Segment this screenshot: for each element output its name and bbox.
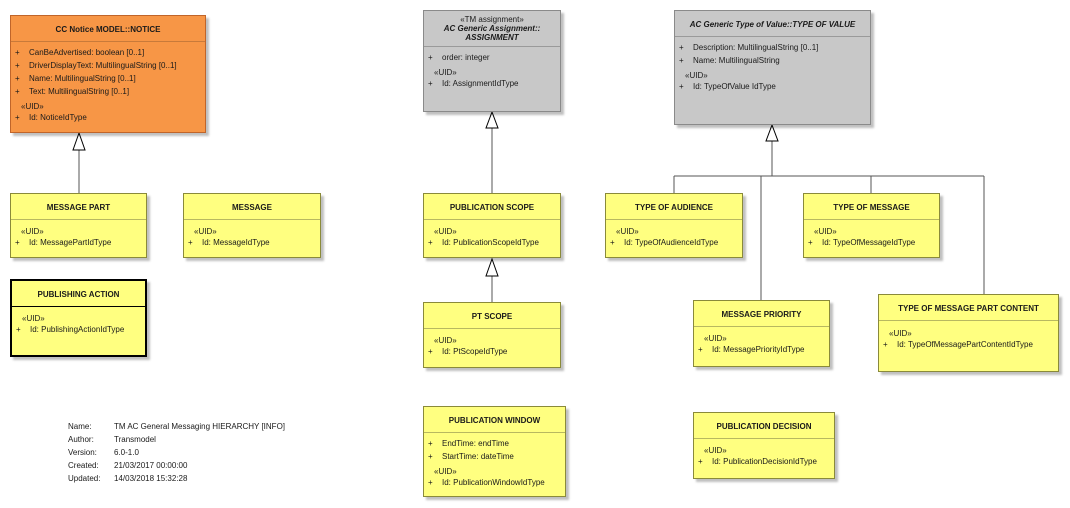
attribute: +order: integer (428, 53, 490, 62)
uid-attribute: +Id: PtScopeIdType (428, 347, 508, 356)
uid-stereotype: «UID» (434, 336, 457, 345)
class-title: ASSIGNMENT (465, 33, 519, 42)
uid-attribute: +Id: PublicationWindowIdType (428, 478, 545, 487)
publishing-action-class[interactable]: PUBLISHING ACTION «UID» +Id: PublishingA… (10, 279, 147, 357)
attribute: +DriverDisplayText: MultilingualString [… (15, 61, 177, 70)
class-title: TYPE OF MESSAGE PART CONTENT (879, 295, 1058, 321)
type-of-value-class[interactable]: AC Generic Type of Value::TYPE OF VALUE … (674, 10, 871, 125)
info-updated-row: Updated:14/03/2018 15:32:28 (68, 474, 188, 483)
class-title: PUBLISHING ACTION (12, 281, 145, 307)
publication-decision-class[interactable]: PUBLICATION DECISION «UID» +Id: Publicat… (693, 412, 835, 479)
generalization-arrow (765, 123, 779, 142)
pt-scope-class[interactable]: PT SCOPE «UID» +Id: PtScopeIdType (423, 302, 561, 368)
uid-attribute: +Id: TypeOfMessagePartContentIdType (883, 340, 1033, 349)
publication-window-class[interactable]: PUBLICATION WINDOW +EndTime: endTime +St… (423, 406, 566, 497)
generalization-arrow (485, 257, 499, 277)
class-header: «TM assignment» AC Generic Assignment:: … (424, 11, 560, 47)
uid-attribute: +Id: NoticeIdType (15, 113, 87, 122)
class-title: MESSAGE (184, 194, 320, 220)
uid-attribute: +Id: MessageIdType (188, 238, 270, 247)
uid-stereotype: «UID» (22, 314, 45, 323)
class-title: AC Generic Type of Value::TYPE OF VALUE (675, 11, 870, 37)
class-title: MESSAGE PART (11, 194, 146, 220)
class-title: PUBLICATION DECISION (694, 413, 834, 439)
class-title: CC Notice MODEL::NOTICE (11, 16, 205, 42)
type-of-message-part-content-class[interactable]: TYPE OF MESSAGE PART CONTENT «UID» +Id: … (878, 294, 1059, 372)
uid-stereotype: «UID» (434, 68, 457, 77)
uid-attribute: +Id: TypeOfMessageIdType (808, 238, 916, 247)
generalization-arrow (485, 110, 499, 129)
class-title: MESSAGE PRIORITY (694, 301, 829, 327)
uid-attribute: +Id: PublicationDecisionIdType (698, 457, 817, 466)
info-name-row: Name:TM AC General Messaging HIERARCHY [… (68, 422, 286, 431)
message-part-class[interactable]: MESSAGE PART «UID» +Id: MessagePartIdTyp… (10, 193, 147, 258)
uid-stereotype: «UID» (704, 334, 727, 343)
uid-stereotype: «UID» (434, 467, 457, 476)
class-title: PUBLICATION WINDOW (424, 407, 565, 433)
class-title: TYPE OF AUDIENCE (606, 194, 742, 220)
attribute: +EndTime: endTime (428, 439, 509, 448)
uid-stereotype: «UID» (704, 446, 727, 455)
message-class[interactable]: MESSAGE «UID» +Id: MessageIdType (183, 193, 321, 258)
generalization-arrow (72, 131, 86, 151)
type-of-message-class[interactable]: TYPE OF MESSAGE «UID» +Id: TypeOfMessage… (803, 193, 940, 258)
uid-stereotype: «UID» (685, 71, 708, 80)
class-title: TYPE OF MESSAGE (804, 194, 939, 220)
info-author-row: Author:Transmodel (68, 435, 156, 444)
uid-stereotype: «UID» (616, 227, 639, 236)
assignment-class[interactable]: «TM assignment» AC Generic Assignment:: … (423, 10, 561, 112)
info-version-row: Version:6.0-1.0 (68, 448, 139, 457)
attribute: +StartTime: dateTime (428, 452, 514, 461)
uid-attribute: +Id: MessagePartIdType (15, 238, 112, 247)
class-stereotype: «TM assignment» (460, 15, 524, 24)
uid-stereotype: «UID» (889, 329, 912, 338)
uid-attribute: +Id: PublicationScopeIdType (428, 238, 539, 247)
publication-scope-class[interactable]: PUBLICATION SCOPE «UID» +Id: Publication… (423, 193, 561, 258)
uid-stereotype: «UID» (434, 227, 457, 236)
class-title: AC Generic Assignment:: (443, 24, 541, 33)
uid-attribute: +Id: TypeOfValue IdType (679, 82, 776, 91)
attribute: +Text: MultilingualString [0..1] (15, 87, 130, 96)
attribute: +Name: MultilingualString [0..1] (15, 74, 136, 83)
diagram-info: Name:TM AC General Messaging HIERARCHY [… (68, 420, 285, 485)
attribute: +Name: MultilingualString (679, 56, 780, 65)
class-title: PT SCOPE (424, 303, 560, 329)
uid-attribute: +Id: MessagePriorityIdType (698, 345, 805, 354)
uid-attribute: +Id: AssignmentIdType (428, 79, 519, 88)
uid-stereotype: «UID» (814, 227, 837, 236)
attribute: +Description: MultilingualString [0..1] (679, 43, 819, 52)
uid-stereotype: «UID» (194, 227, 217, 236)
attribute: +CanBeAdvertised: boolean [0..1] (15, 48, 145, 57)
info-created-row: Created:21/03/2017 00:00:00 (68, 461, 188, 470)
message-priority-class[interactable]: MESSAGE PRIORITY «UID» +Id: MessagePrior… (693, 300, 830, 367)
uid-attribute: +Id: PublishingActionIdType (16, 325, 125, 334)
type-of-audience-class[interactable]: TYPE OF AUDIENCE «UID» +Id: TypeOfAudien… (605, 193, 743, 258)
class-title: PUBLICATION SCOPE (424, 194, 560, 220)
notice-class[interactable]: CC Notice MODEL::NOTICE +CanBeAdvertised… (10, 15, 206, 133)
uid-attribute: +Id: TypeOfAudienceIdType (610, 238, 719, 247)
uid-stereotype: «UID» (21, 227, 44, 236)
uid-stereotype: «UID» (21, 102, 44, 111)
